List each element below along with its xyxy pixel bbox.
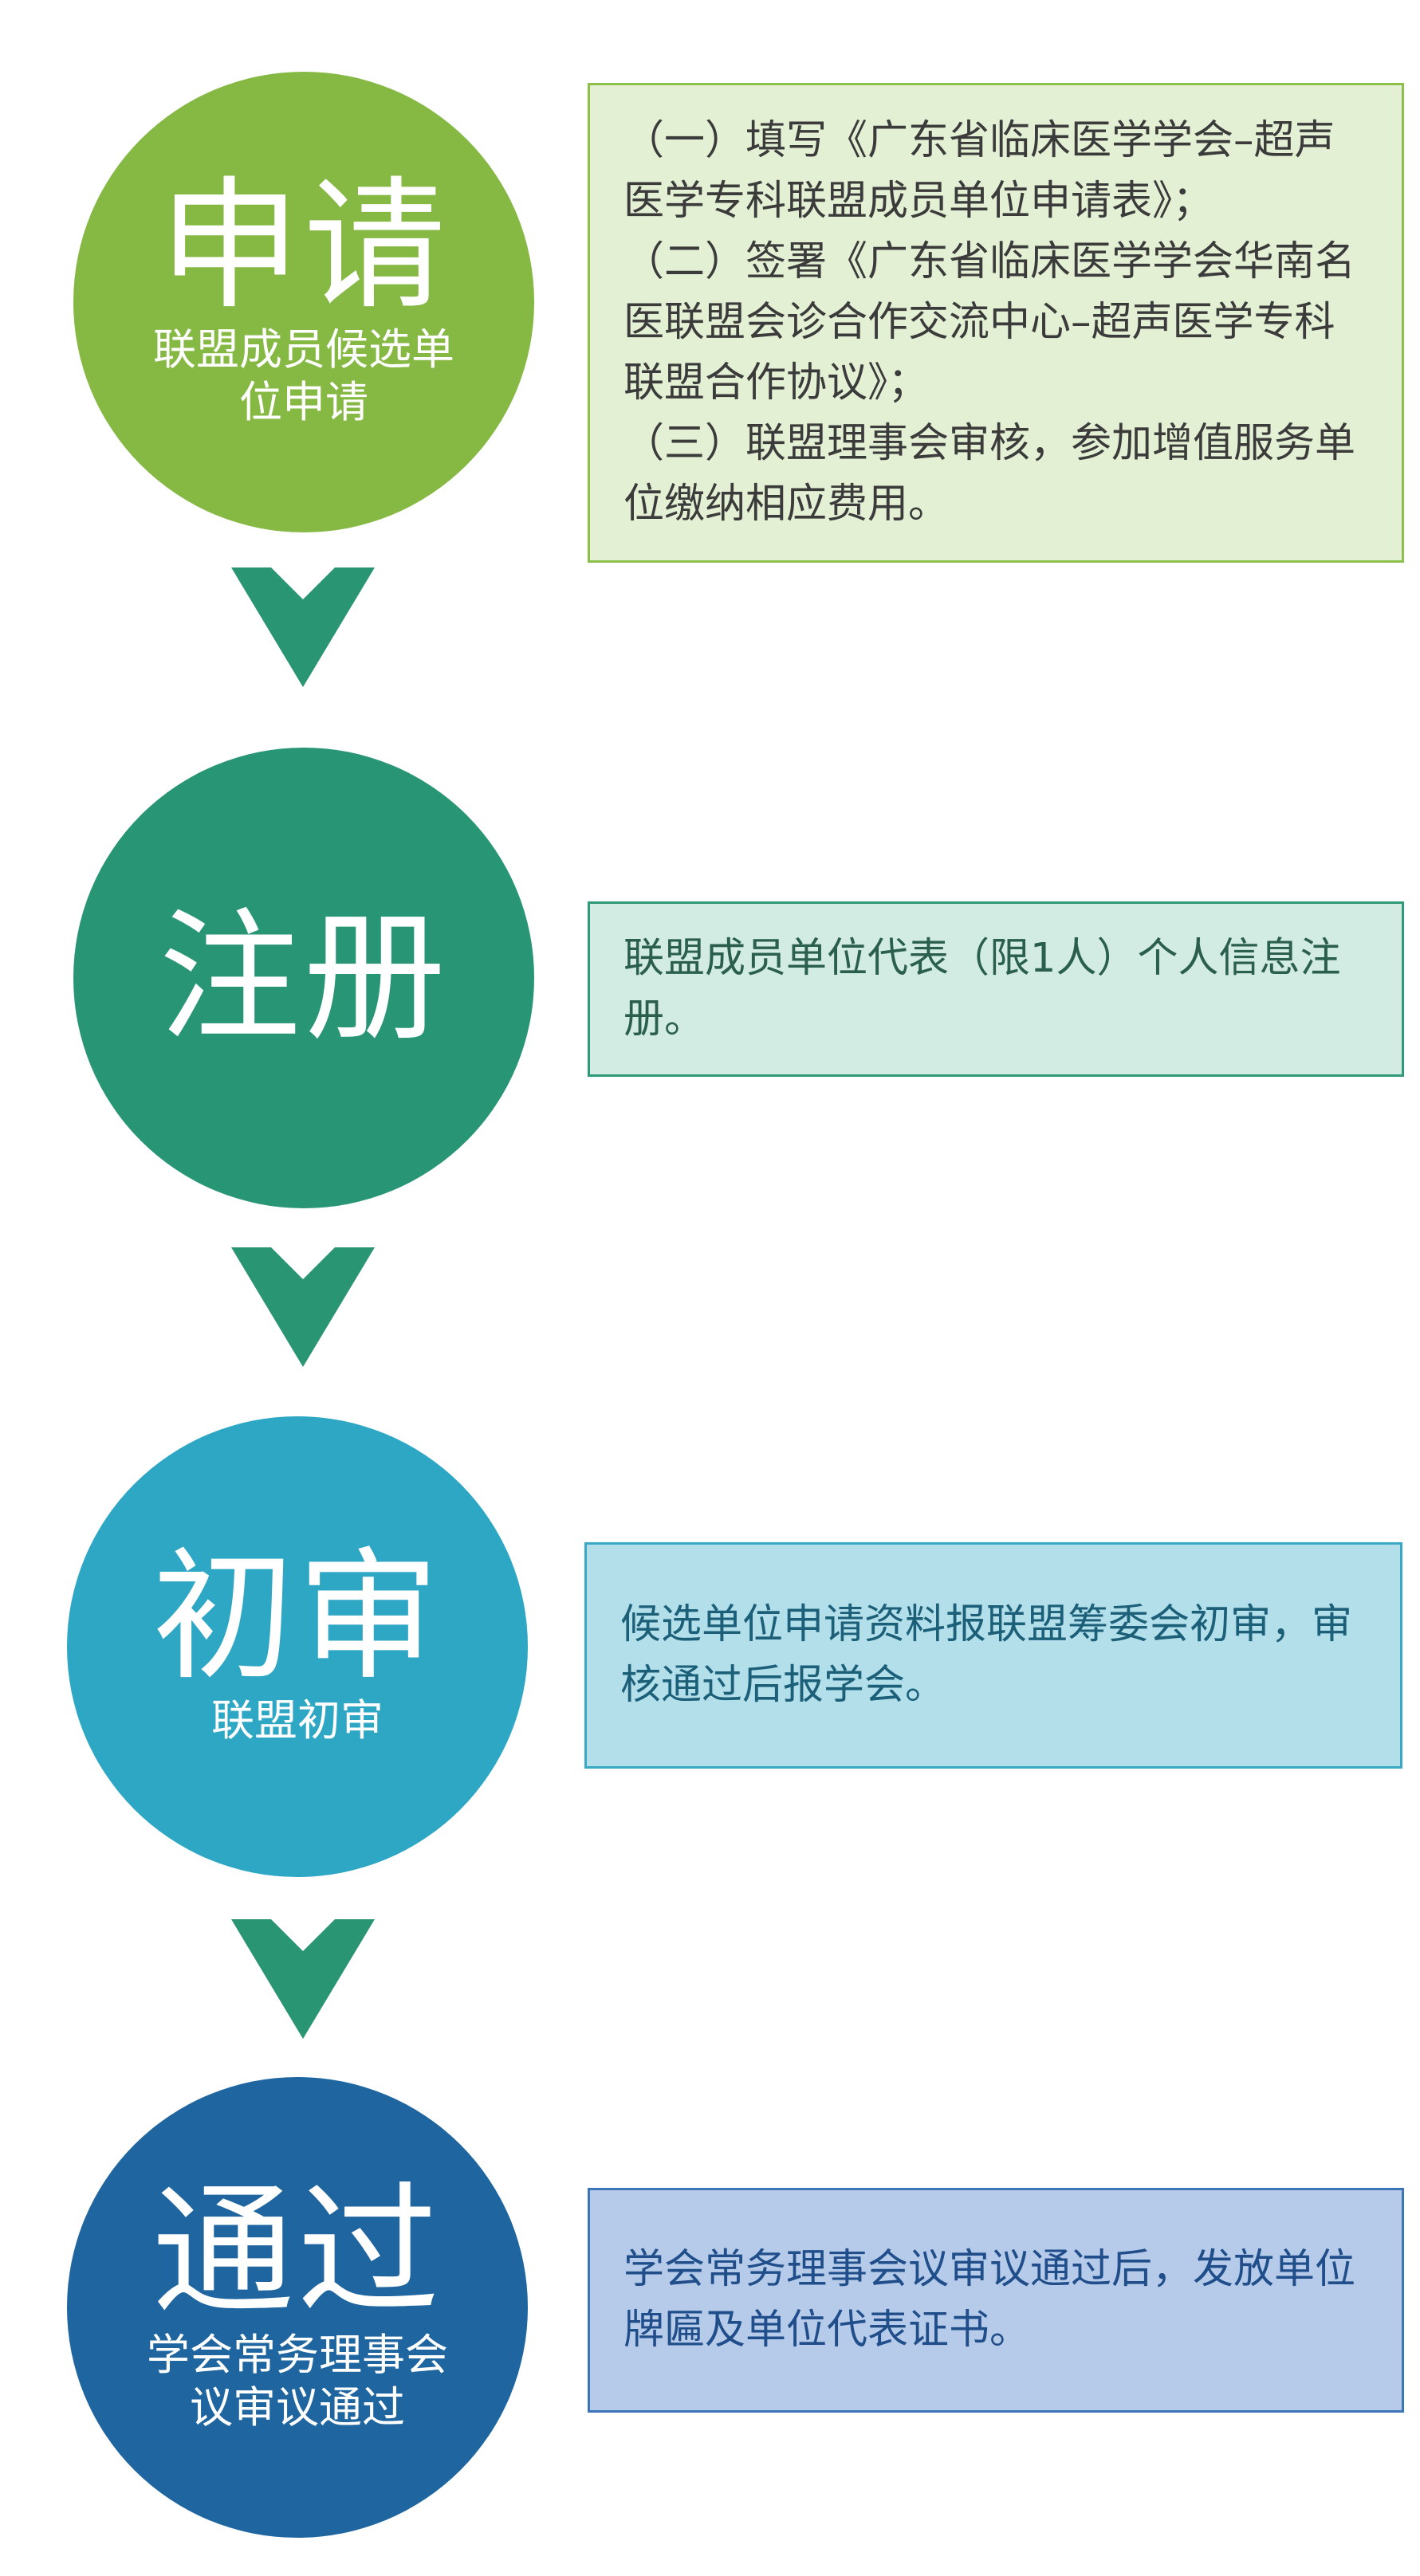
description-line: （一）填写《广东省临床医学学会–超声医学专科联盟成员单位申请表》；: [623, 117, 1335, 225]
chevron-down-icon: [231, 567, 375, 687]
step-description-box: 学会常务理事会议审议通过后，发放单位牌匾及单位代表证书。: [588, 2188, 1404, 2413]
description-line: （三）联盟理事会审核，参加增值服务单位缴纳相应费用。: [623, 420, 1356, 528]
step-title: 初审: [152, 1534, 443, 1699]
step-circle-approved: 通过 学会常务理事会议审议通过: [67, 2077, 528, 2538]
chevron-down-icon: [231, 1247, 375, 1367]
description-line: 联盟成员单位代表（限1人）个人信息注册。: [623, 935, 1341, 1043]
step-title: 注册: [159, 895, 449, 1060]
chevron-down-icon: [231, 1919, 375, 2039]
step-subtitle: 学会常务理事会议审议通过: [147, 2330, 448, 2433]
description-line: 学会常务理事会议审议通过后，发放单位牌匾及单位代表证书。: [623, 2246, 1356, 2354]
step-circle-register: 注册: [73, 748, 534, 1208]
step-title: 通过: [152, 2169, 443, 2334]
step-description-box: 联盟成员单位代表（限1人）个人信息注册。: [588, 901, 1404, 1077]
step-title: 申请: [159, 163, 449, 328]
step-description-box: （一）填写《广东省临床医学学会–超声医学专科联盟成员单位申请表》； （二）签署《…: [588, 83, 1404, 563]
step-circle-review: 初审 联盟初审: [67, 1416, 528, 1877]
step-description-box: 候选单位申请资料报联盟筹委会初审，审核通过后报学会。: [584, 1542, 1402, 1769]
step-circle-apply: 申请 联盟成员候选单位申请: [73, 72, 534, 532]
step-subtitle: 联盟初审: [211, 1695, 384, 1745]
description-line: 候选单位申请资料报联盟筹委会初审，审核通过后报学会。: [620, 1601, 1353, 1709]
step-subtitle: 联盟成员候选单位申请: [153, 324, 454, 427]
description-line: （二）签署《广东省临床医学学会华南名医联盟会诊合作交流中心–超声医学专科联盟合作…: [623, 238, 1356, 406]
